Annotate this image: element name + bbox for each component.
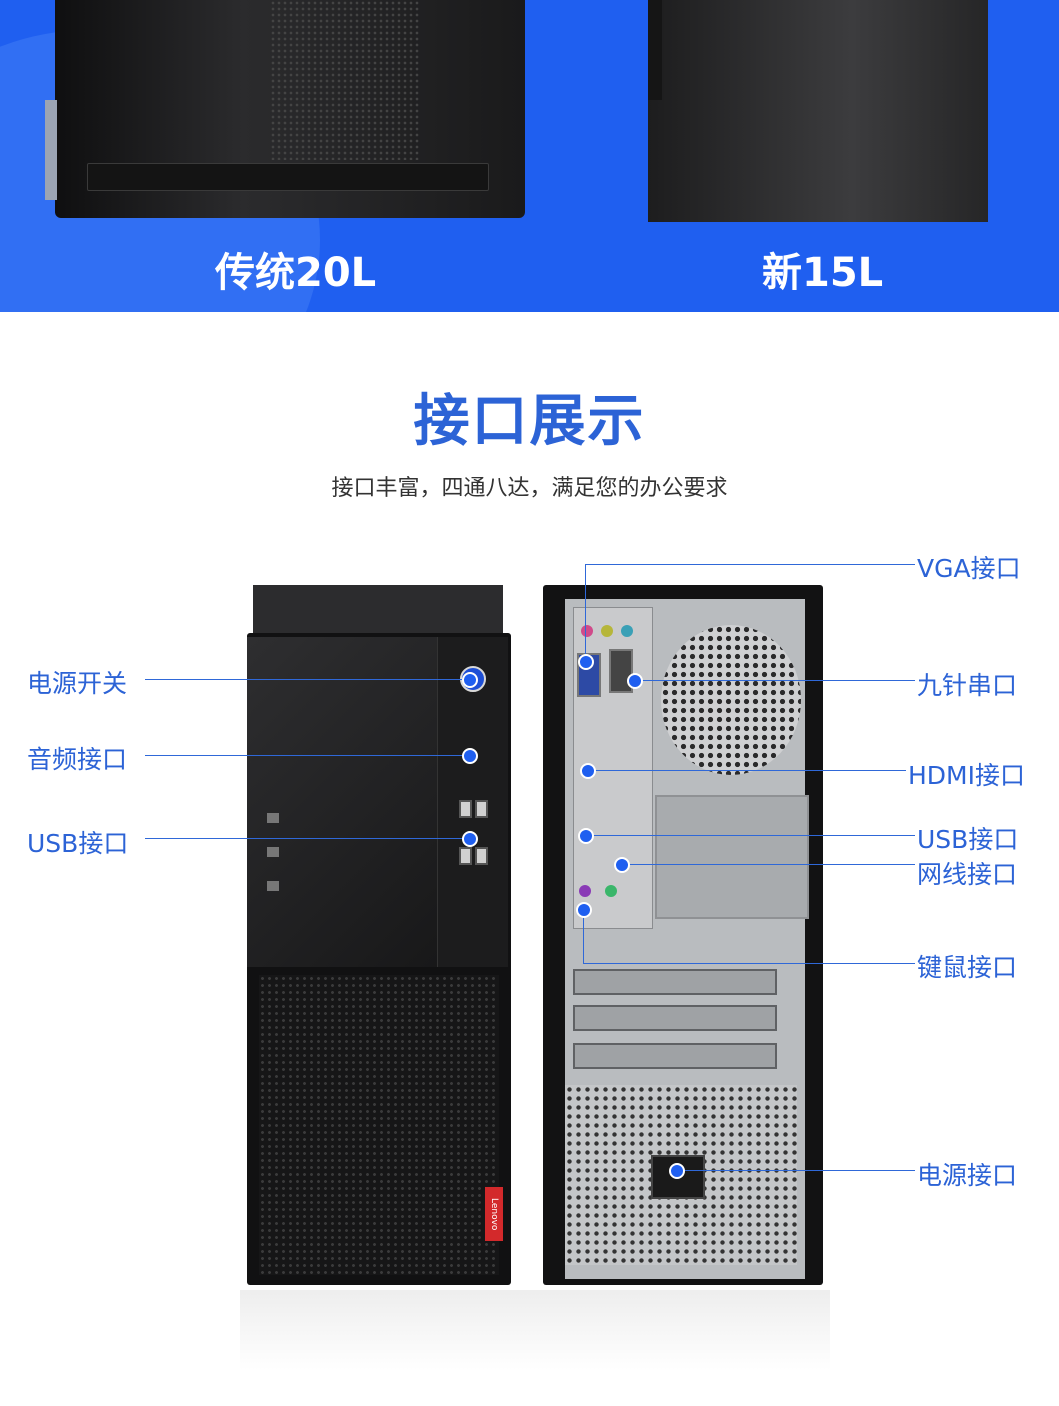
case-side-edge bbox=[45, 100, 57, 200]
floor-reflection bbox=[240, 1290, 830, 1370]
case-rim bbox=[648, 0, 662, 100]
psu-grille bbox=[565, 1085, 797, 1265]
label-usb-front: USB接口 bbox=[27, 829, 129, 858]
usb-port-icon bbox=[459, 800, 472, 818]
expansion-bay bbox=[655, 795, 809, 919]
drive-icon bbox=[267, 813, 279, 823]
audio-jack-icon bbox=[601, 625, 613, 637]
audio-jack-icon bbox=[581, 625, 593, 637]
front-panel-left bbox=[247, 637, 437, 967]
tower-top-cap bbox=[253, 585, 503, 637]
case-base-slot bbox=[87, 163, 489, 191]
callout-line bbox=[590, 770, 906, 771]
label-vga: VGA接口 bbox=[917, 554, 1021, 583]
callout-line bbox=[145, 838, 467, 839]
front-mesh-grille bbox=[259, 975, 499, 1275]
callout-line bbox=[145, 755, 467, 756]
pci-slot bbox=[573, 1043, 777, 1069]
callout-dot bbox=[578, 654, 594, 670]
pci-slot bbox=[573, 1005, 777, 1031]
ps2-keyboard-icon bbox=[579, 885, 591, 897]
callout-dot bbox=[462, 831, 478, 847]
label-audio-port: 音频接口 bbox=[27, 745, 128, 774]
traditional-20l-caption: 传统20L bbox=[215, 250, 377, 296]
usb-port-icon bbox=[475, 847, 488, 865]
lenovo-logo: Lenovo bbox=[485, 1187, 503, 1241]
label-ps2: 键鼠接口 bbox=[917, 953, 1018, 982]
callout-dot bbox=[627, 673, 643, 689]
new-15l-caption: 新15L bbox=[762, 250, 884, 296]
callout-line bbox=[585, 564, 586, 660]
callout-dot bbox=[462, 672, 478, 688]
callout-line bbox=[145, 679, 467, 680]
callout-line bbox=[636, 680, 915, 681]
callout-dot bbox=[614, 857, 630, 873]
label-serial: 九针串口 bbox=[917, 671, 1018, 700]
drive-icon bbox=[267, 847, 279, 857]
case-vent-grille bbox=[270, 0, 420, 160]
pci-slot bbox=[573, 969, 777, 995]
ps2-mouse-icon bbox=[605, 885, 617, 897]
new-15l-case-image bbox=[648, 0, 988, 222]
callout-dot bbox=[580, 763, 596, 779]
label-lan: 网线接口 bbox=[917, 860, 1018, 889]
label-hdmi: HDMI接口 bbox=[908, 761, 1025, 790]
audio-jack-icon bbox=[621, 625, 633, 637]
front-tower-image: Lenovo bbox=[247, 585, 511, 1285]
callout-line bbox=[590, 835, 915, 836]
section-subtitle: 接口丰富，四通八达，满足您的办公要求 bbox=[331, 476, 728, 501]
traditional-20l-case-image bbox=[45, 0, 525, 218]
rear-fan-grille bbox=[661, 625, 801, 775]
usb-port-icon bbox=[459, 847, 472, 865]
callout-dot bbox=[669, 1163, 685, 1179]
label-usb-back: USB接口 bbox=[917, 825, 1019, 854]
comparison-banner: 传统20L 新15L bbox=[0, 0, 1059, 312]
callout-line bbox=[583, 963, 915, 964]
callout-line bbox=[583, 908, 584, 963]
usb-port-icon bbox=[475, 800, 488, 818]
callout-dot bbox=[578, 828, 594, 844]
front-io-panel bbox=[437, 637, 508, 967]
label-power-switch: 电源开关 bbox=[27, 669, 128, 698]
section-title: 接口展示 bbox=[413, 389, 646, 454]
callout-line bbox=[585, 564, 915, 565]
drive-icon bbox=[267, 881, 279, 891]
label-power-socket: 电源接口 bbox=[917, 1161, 1018, 1190]
callout-dot bbox=[576, 902, 592, 918]
callout-line bbox=[622, 864, 915, 865]
callout-dot bbox=[462, 748, 478, 764]
callout-line bbox=[678, 1170, 915, 1171]
back-tower-image bbox=[543, 585, 823, 1285]
